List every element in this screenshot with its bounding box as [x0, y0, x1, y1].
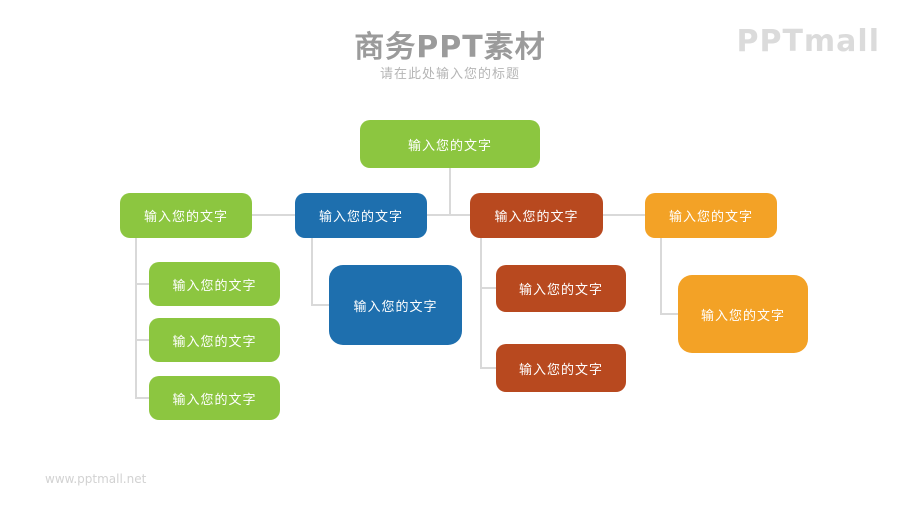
connector-green-child-1 — [135, 283, 149, 285]
node-root: 输入您的文字 — [360, 120, 540, 168]
node-branch-blue: 输入您的文字 — [295, 193, 427, 238]
page-title: 商务PPT素材 — [354, 30, 546, 65]
node-leaf-red-1: 输入您的文字 — [496, 265, 626, 312]
connector-green-child-3 — [135, 397, 149, 399]
node-branch-red: 输入您的文字 — [470, 193, 603, 238]
connector-red-child-2 — [480, 367, 496, 369]
brand-logo: PPTmall — [736, 24, 880, 59]
connector-red-branch — [480, 238, 482, 369]
connector-orange-child-1 — [660, 313, 678, 315]
node-leaf-orange-1: 输入您的文字 — [678, 275, 808, 353]
connector-blue-red — [427, 214, 471, 216]
connector-blue-child-1 — [311, 304, 329, 306]
node-leaf-green-1: 输入您的文字 — [149, 262, 280, 306]
connector-red-orange — [603, 214, 646, 216]
connector-blue-branch — [311, 238, 313, 306]
node-leaf-blue-1: 输入您的文字 — [329, 265, 462, 345]
node-leaf-green-3: 输入您的文字 — [149, 376, 280, 420]
node-branch-green: 输入您的文字 — [120, 193, 252, 238]
connector-orange-branch — [660, 238, 662, 315]
connector-root-down — [449, 168, 451, 216]
page-subtitle: 请在此处输入您的标题 — [379, 67, 520, 82]
connector-green-branch — [135, 238, 137, 399]
connector-green-blue — [252, 214, 296, 216]
node-leaf-red-2: 输入您的文字 — [496, 344, 626, 392]
node-branch-orange: 输入您的文字 — [645, 193, 777, 238]
watermark-url: www.pptmall.net — [45, 472, 147, 486]
node-leaf-green-2: 输入您的文字 — [149, 318, 280, 362]
connector-green-child-2 — [135, 339, 149, 341]
connector-red-child-1 — [480, 287, 496, 289]
